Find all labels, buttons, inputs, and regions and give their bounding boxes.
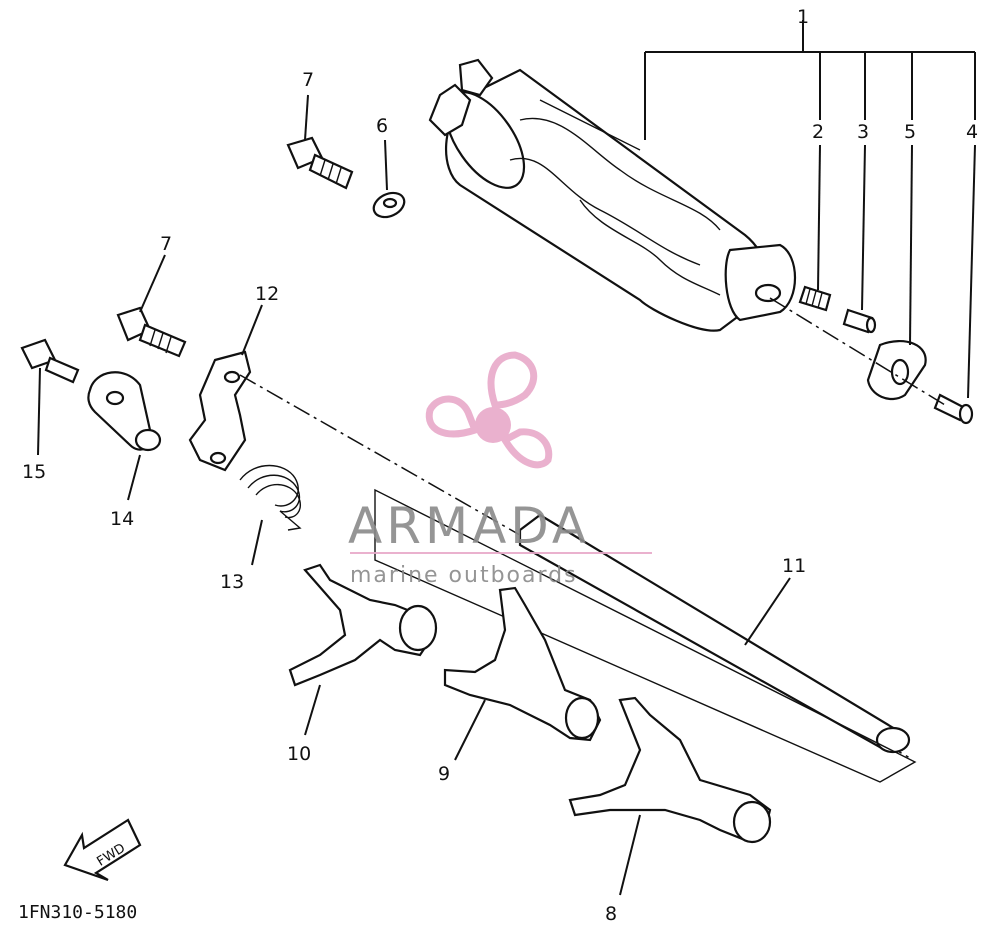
callout-4: 4 — [966, 121, 978, 143]
fork-shaft — [374, 488, 917, 783]
callout-5: 5 — [904, 121, 916, 143]
drum-pin — [842, 308, 877, 334]
watermark-subtitle: marine outboards — [350, 563, 578, 588]
bolt-lower — [116, 254, 187, 358]
watermark-title: ARMADA — [348, 497, 590, 555]
forward-arrow-icon: FWD — [63, 818, 142, 882]
callout-7-upper: 7 — [302, 69, 314, 91]
callout-12: 12 — [255, 283, 279, 305]
washer — [372, 139, 406, 219]
callout-10: 10 — [287, 743, 311, 765]
shift-fork-8 — [568, 696, 772, 896]
callout-1: 1 — [797, 6, 809, 28]
callout-13: 13 — [220, 571, 244, 593]
armada-watermark: ARMADA marine outboards — [348, 351, 652, 588]
segment-plate — [866, 340, 927, 401]
drum-pin-spring — [798, 285, 832, 312]
stopper-bolt — [20, 338, 80, 456]
callout-7-lower: 7 — [160, 233, 172, 255]
callout-11: 11 — [782, 555, 806, 577]
callout-6: 6 — [376, 115, 388, 137]
stopper-plate — [87, 371, 162, 501]
shift-fork-10 — [288, 563, 438, 736]
callout-2: 2 — [812, 121, 824, 143]
callout-9: 9 — [438, 763, 450, 785]
callout-14: 14 — [110, 508, 134, 530]
shift-fork-9 — [443, 586, 602, 761]
callout-8: 8 — [605, 903, 617, 925]
diagram-code: 1FN310-5180 — [18, 902, 137, 923]
shift-drum — [428, 58, 797, 332]
callout-bracket — [644, 20, 976, 399]
bolt-upper — [286, 94, 354, 190]
stopper-lever — [188, 304, 263, 472]
callout-3: 3 — [857, 121, 869, 143]
torsion-spring — [239, 464, 302, 566]
segment-screw — [933, 393, 974, 425]
propeller-logo-icon — [425, 351, 553, 469]
callout-15: 15 — [22, 461, 46, 483]
